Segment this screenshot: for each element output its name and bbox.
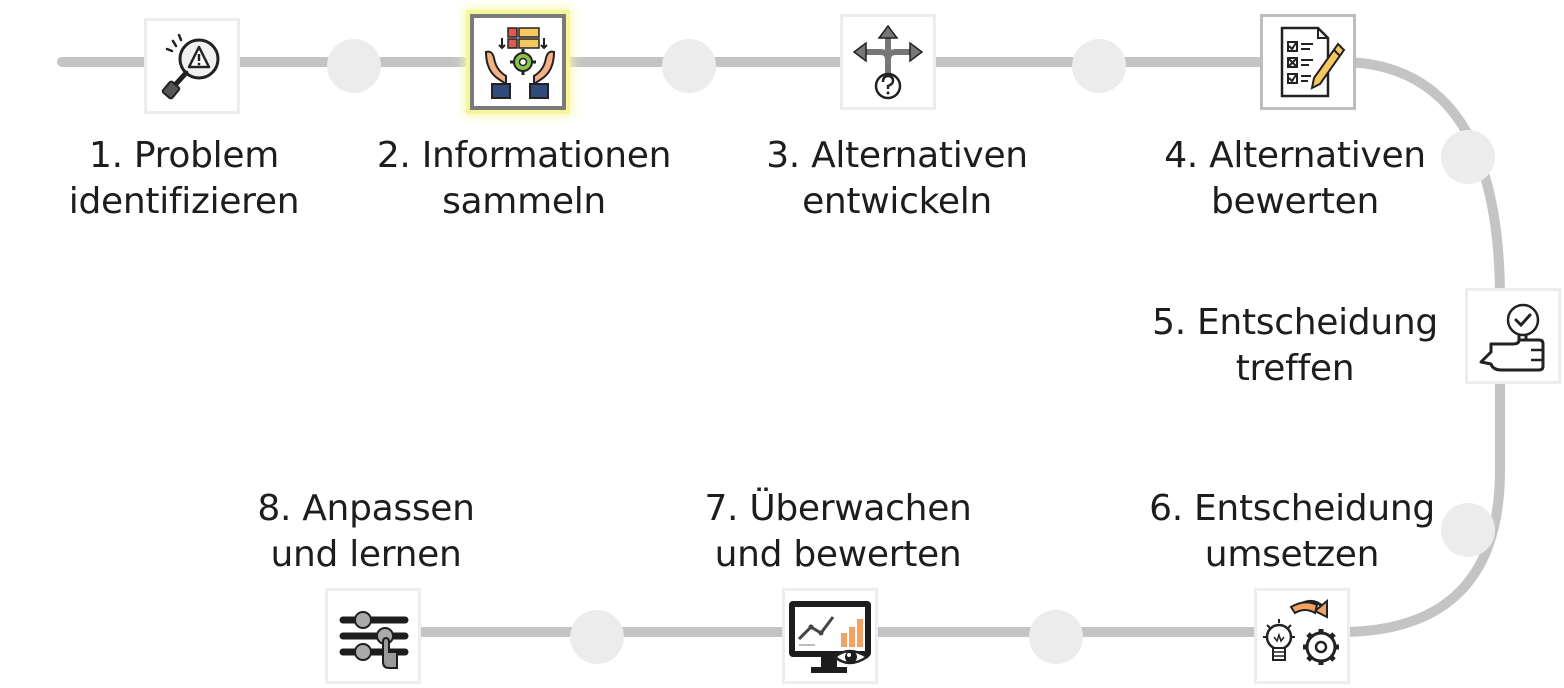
checklist-pencil-icon [1280,26,1346,98]
step-3-label: 3. Alternativen entwickeln [766,133,1028,225]
step-3-subtitle: entwickeln [802,181,992,222]
step-5-title: 5. Entscheidung [1152,302,1438,343]
step-1-icon-box [144,18,240,114]
step-7-subtitle: und bewerten [714,534,962,575]
step-4-label: 4. Alternativen bewerten [1164,133,1426,225]
step-5-subtitle: treffen [1235,348,1355,389]
step-7-title: 7. Überwachen [704,488,972,529]
step-6-icon-box [1254,588,1350,684]
step-5-icon-box [1465,288,1561,384]
step-3-title: 3. Alternativen [766,135,1028,176]
step-7-icon-box [782,588,878,684]
step-2-icon-box [470,14,566,110]
track-node [327,39,381,93]
track-node [1441,130,1495,184]
track-node [662,39,716,93]
step-5-label: 5. Entscheidung treffen [1152,300,1438,392]
step-2-title: 2. Informationen [376,135,672,176]
step-3-icon-box [840,14,936,110]
step-8-subtitle: und lernen [270,534,462,575]
lightbulb-gear-icon [1263,598,1339,665]
step-6-title: 6. Entscheidung [1149,488,1435,529]
magnifier-warning-icon [161,33,220,100]
step-8-icon-box [325,588,421,684]
step-8-label: 8. Anpassen und lernen [257,486,475,578]
step-4-title: 4. Alternativen [1164,135,1426,176]
step-7-label: 7. Überwachen und bewerten [704,486,971,578]
step-8-title: 8. Anpassen [257,488,475,529]
track-node [1029,610,1083,664]
step-1-label: 1. Problem identifizieren [68,133,300,225]
crossroads-arrows-icon [852,24,924,100]
step-4-subtitle: bewerten [1210,181,1380,222]
monitor-chart-eye-icon [789,601,871,673]
hands-data-gear-icon [484,27,556,99]
track-node [1072,39,1126,93]
hand-checkmark-icon [1479,303,1545,372]
track-node [570,610,624,664]
step-2-subtitle: sammeln [442,181,606,222]
step-2-label: 2. Informationen sammeln [376,133,672,225]
track-node [1441,503,1495,557]
step-6-subtitle: umsetzen [1204,534,1380,575]
step-1-title: 1. Problem [89,135,279,176]
step-1-subtitle: identifizieren [68,181,300,222]
sliders-hand-icon [339,611,409,669]
step-4-icon-box [1260,14,1356,110]
step-6-label: 6. Entscheidung umsetzen [1149,486,1435,578]
